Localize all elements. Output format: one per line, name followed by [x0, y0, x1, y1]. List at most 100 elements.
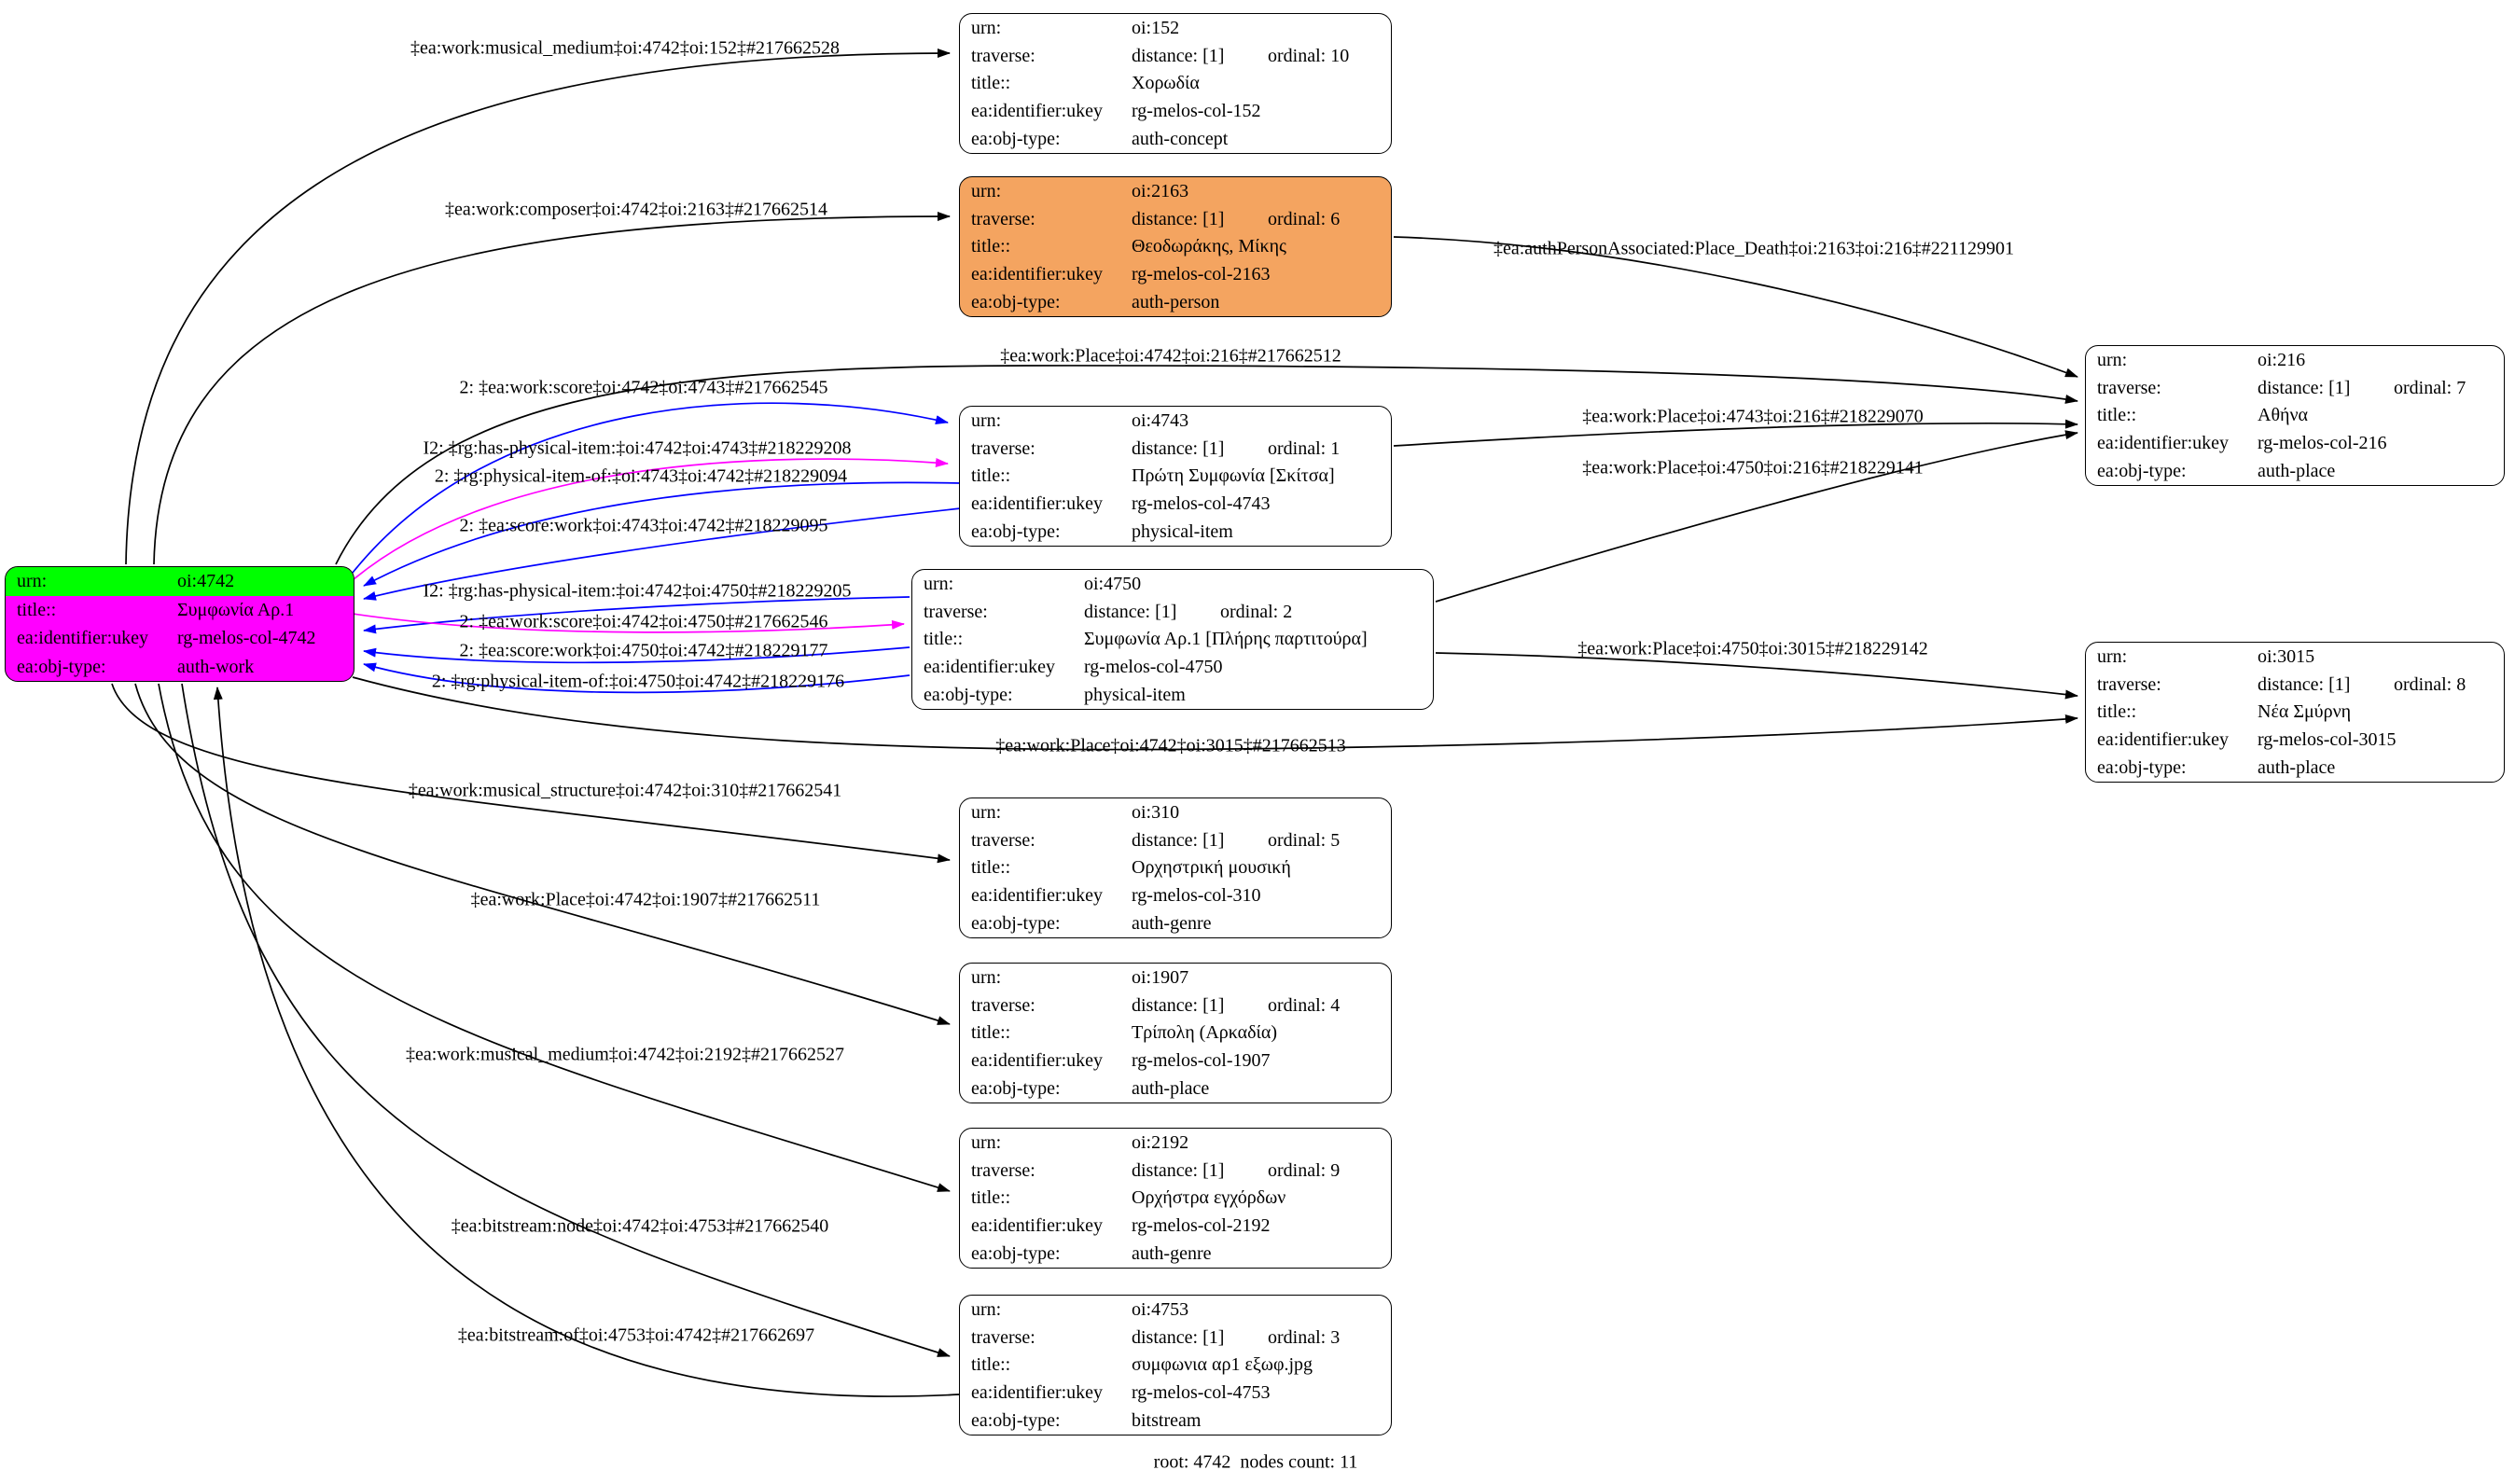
node-urn-row: urn: oi:310 — [960, 798, 1391, 826]
field-value-traverse: distance: [1]ordinal: 1 — [1132, 439, 1380, 458]
field-key-identifier: ea:identifier:ukey — [971, 1050, 1104, 1072]
field-key-identifier: ea:identifier:ukey — [971, 101, 1104, 122]
field-key-urn: urn: — [971, 409, 1002, 431]
node-objtype-row: ea:obj-type: auth-place — [2086, 754, 2504, 782]
traverse-ordinal: ordinal: 6 — [1268, 208, 1341, 229]
traverse-ordinal: ordinal: 2 — [1220, 601, 1293, 622]
edge-label-e5: 2: ‡ea:work:score‡oi:4742‡oi:4743‡#21766… — [459, 377, 828, 398]
node-identifier-row: ea:identifier:ukey rg-melos-col-152 — [960, 97, 1391, 125]
edge-e16 — [352, 676, 2078, 751]
field-value-traverse: distance: [1]ordinal: 10 — [1132, 47, 1380, 65]
edge-label-e6: I2: ‡rg:has-physical-item:‡oi:4742‡oi:47… — [423, 437, 852, 459]
field-key-identifier: ea:identifier:ukey — [924, 657, 1056, 678]
field-value-objtype: auth-place — [2258, 461, 2336, 482]
field-value-urn: oi:4742 — [177, 571, 235, 592]
field-value-objtype: auth-place — [1132, 1078, 1210, 1100]
traverse-distance: distance: [1] — [1132, 208, 1225, 229]
field-value-title: Συμφωνία Αρ.1 — [177, 599, 295, 620]
traverse-distance: distance: [1] — [1084, 601, 1177, 622]
field-value-objtype: auth-place — [2258, 757, 2336, 779]
node-traverse-row: traverse: distance: [1]ordinal: 1 — [960, 435, 1391, 463]
field-value-objtype: auth-person — [1132, 292, 1220, 313]
field-key-objtype: ea:obj-type: — [971, 913, 1061, 935]
field-value-urn: oi:3015 — [2258, 645, 2315, 667]
field-value-urn: oi:1907 — [1132, 966, 1189, 988]
field-value-title: Χορωδία — [1132, 73, 1200, 94]
field-value-identifier: rg-melos-col-2163 — [1132, 264, 1271, 285]
field-key-traverse: traverse: — [971, 1326, 1035, 1348]
field-key-objtype: ea:obj-type: — [924, 685, 1013, 706]
node-objtype-row: ea:obj-type: physical-item — [960, 518, 1391, 546]
node-objtype-row: ea:obj-type: bitstream — [960, 1407, 1391, 1435]
root-objtype-row: ea:obj-type: auth-work — [6, 653, 354, 682]
edge-e7 — [363, 481, 962, 587]
traverse-ordinal: ordinal: 5 — [1268, 829, 1341, 851]
node-oi-2192: urn: oi:2192 traverse: distance: [1]ordi… — [959, 1128, 1392, 1269]
node-urn-row: urn: oi:1907 — [960, 964, 1391, 992]
node-urn-row: urn: oi:2192 — [960, 1129, 1391, 1157]
node-title-row: title:: Θεοδωράκης, Μίκης — [960, 233, 1391, 261]
edge-e12 — [352, 613, 905, 633]
field-key-urn: urn: — [971, 801, 1002, 823]
field-value-traverse: distance: [1]ordinal: 8 — [2258, 675, 2493, 694]
edge-e18 — [134, 683, 951, 1025]
field-value-identifier: rg-melos-col-310 — [1132, 885, 1261, 907]
node-objtype-row: ea:obj-type: auth-place — [2086, 457, 2504, 485]
node-urn-row: urn: oi:4753 — [960, 1296, 1391, 1324]
field-value-title: Αθήνα — [2258, 405, 2309, 426]
field-key-title: title:: — [971, 1187, 1011, 1209]
field-key-traverse: traverse: — [2097, 377, 2161, 398]
node-traverse-row: traverse: distance: [1]ordinal: 10 — [960, 42, 1391, 70]
node-traverse-row: traverse: distance: [1]ordinal: 3 — [960, 1324, 1391, 1352]
edge-label-e7: 2: ‡rg:physical-item-of:‡oi:4743‡oi:4742… — [434, 465, 848, 487]
edge-label-e15: ‡ea:work:Place‡oi:4750‡oi:3015‡#21822914… — [1577, 638, 1928, 659]
node-title-row: title:: Χορωδία — [960, 70, 1391, 98]
field-value-objtype: auth-work — [177, 656, 255, 677]
node-traverse-row: traverse: distance: [1]ordinal: 5 — [960, 826, 1391, 854]
field-key-identifier: ea:identifier:ukey — [971, 1382, 1104, 1404]
node-identifier-row: ea:identifier:ukey rg-melos-col-3015 — [2086, 726, 2504, 754]
node-identifier-row: ea:identifier:ukey rg-melos-col-2163 — [960, 260, 1391, 288]
node-traverse-row: traverse: distance: [1]ordinal: 6 — [960, 205, 1391, 233]
node-identifier-row: ea:identifier:ukey rg-melos-col-4753 — [960, 1379, 1391, 1407]
field-key-urn: urn: — [971, 966, 1002, 988]
traverse-ordinal: ordinal: 4 — [1268, 994, 1341, 1016]
field-key-objtype: ea:obj-type: — [971, 1410, 1061, 1432]
edge-e19 — [158, 683, 951, 1192]
field-key-identifier: ea:identifier:ukey — [2097, 433, 2230, 454]
node-oi-1907: urn: oi:1907 traverse: distance: [1]ordi… — [959, 963, 1392, 1103]
field-key-urn: urn: — [2097, 645, 2128, 667]
field-value-title: Συμφωνία Αρ.1 [Πλήρης παρτιτούρα] — [1084, 629, 1368, 650]
edge-e4 — [335, 365, 2078, 565]
edge-e13 — [363, 646, 910, 664]
traverse-ordinal: ordinal: 9 — [1268, 1159, 1341, 1181]
node-title-row: title:: Νέα Σμύρνη — [2086, 699, 2504, 727]
node-identifier-row: ea:identifier:ukey rg-melos-col-216 — [2086, 429, 2504, 457]
node-oi-4753: urn: oi:4753 traverse: distance: [1]ordi… — [959, 1295, 1392, 1435]
field-value-title: Ορχηστρική μουσική — [1132, 857, 1291, 879]
field-key-traverse: traverse: — [971, 437, 1035, 459]
field-key-urn: urn: — [2097, 349, 2128, 370]
node-objtype-row: ea:obj-type: auth-genre — [960, 909, 1391, 937]
edge-label-e20: ‡ea:bitstream:node‡oi:4742‡oi:4753‡#2176… — [451, 1215, 829, 1237]
edge-e14 — [363, 662, 910, 694]
footer-caption: root: 4742 nodes count: 11 — [1153, 1451, 1358, 1473]
node-urn-row: urn: oi:216 — [2086, 346, 2504, 374]
field-value-objtype: auth-concept — [1132, 129, 1229, 150]
traverse-distance: distance: [1] — [1132, 45, 1225, 66]
traverse-ordinal: ordinal: 1 — [1268, 437, 1341, 459]
node-title-row: title:: Ορχήστρα εγχόρδων — [960, 1185, 1391, 1213]
field-key-traverse: traverse: — [971, 994, 1035, 1016]
root-title-row: title:: Συμφωνία Αρ.1 — [6, 596, 354, 625]
field-value-identifier: rg-melos-col-4750 — [1084, 657, 1223, 678]
field-value-title: συμφωνια αρ1 εξωφ.jpg — [1132, 1354, 1313, 1376]
edge-e3 — [1393, 236, 2078, 378]
edge-label-e4: ‡ea:work:Place‡oi:4742‡oi:216‡#217662512 — [1000, 345, 1341, 367]
node-title-row: title:: Τρίπολη (Αρκαδία) — [960, 1019, 1391, 1047]
field-key-objtype: ea:obj-type: — [971, 1078, 1061, 1100]
field-value-urn: oi:310 — [1132, 801, 1180, 823]
field-value-objtype: bitstream — [1132, 1410, 1202, 1432]
node-oi-4742-root: urn: oi:4742 title:: Συμφωνία Αρ.1 ea:id… — [5, 566, 354, 682]
field-key-title: title:: — [924, 629, 964, 650]
